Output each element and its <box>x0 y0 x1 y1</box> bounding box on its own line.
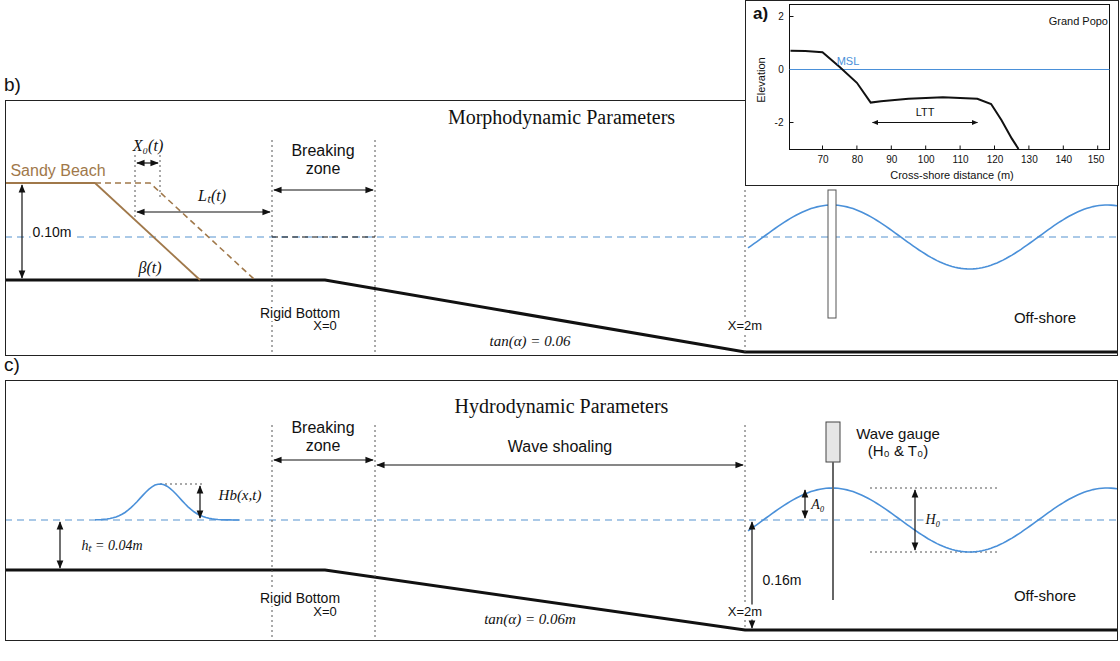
panel-title: Morphodynamic Parameters <box>448 106 675 129</box>
dimension-label: A₀ <box>809 497 826 513</box>
dimension-label: X₀(t) <box>131 137 165 155</box>
axis-title: Cross-shore distance (m) <box>888 169 1015 182</box>
dimension-label: Hb(x,t) <box>217 487 264 504</box>
wave-gauge <box>826 422 840 462</box>
tick-label: 120 <box>985 154 1006 166</box>
wave-gauge <box>828 190 836 318</box>
offshore-wave <box>748 205 1117 269</box>
panel-letter: b) <box>4 74 21 96</box>
tick-label: 130 <box>1019 154 1040 166</box>
dimension-arrows <box>22 163 373 278</box>
tick-label: 70 <box>815 154 830 166</box>
panel-title: Hydrodynamic Parameters <box>455 395 669 418</box>
dimension-arrows <box>60 460 915 628</box>
gauge-rod <box>832 462 834 600</box>
breaking-line <box>272 236 375 237</box>
dimension-label: 0.10m <box>31 224 74 240</box>
region-label: Off-shore <box>1012 309 1078 326</box>
beach-initial <box>95 183 255 280</box>
guide-lines <box>135 140 745 353</box>
zone-label: Wave shoaling <box>506 438 614 456</box>
dimension-label: hₜ = 0.04m <box>79 538 144 554</box>
axis-title: Elevation <box>755 55 768 104</box>
zone-label: Breaking zone <box>286 142 360 179</box>
panel-title: Grand Popo <box>1049 15 1108 27</box>
rigid-bottom <box>5 570 1118 630</box>
tick-label: 110 <box>951 154 971 166</box>
panel-letter: a) <box>753 4 768 24</box>
position-label: X=2m <box>726 605 764 620</box>
dimension-label: 0.16m <box>761 572 804 588</box>
figure-panel: c)Hydrodynamic Parameters <box>5 380 1118 641</box>
region-label: Off-shore <box>1012 587 1078 604</box>
zone-label: Breaking zone <box>286 419 360 456</box>
level-label: MSL <box>835 55 862 68</box>
angle-label: β(t) <box>136 259 163 277</box>
position-label: X=0 <box>311 605 339 620</box>
slope-label: tan(α) = 0.06 <box>488 333 573 350</box>
tick-label: -2 <box>773 117 786 129</box>
tick-label: 80 <box>850 154 865 166</box>
tick-label: 140 <box>1053 154 1074 166</box>
offshore-wave <box>748 488 1117 552</box>
gauge-label: Wave gauge (H₀ & T₀) <box>852 425 944 460</box>
beach-face <box>95 183 200 280</box>
position-label: X=2m <box>726 319 764 334</box>
position-label: X=0 <box>311 319 339 334</box>
panel-letter: c) <box>4 354 20 376</box>
water-level <box>5 519 1118 520</box>
dimension-label: Lₜ(t) <box>196 187 228 205</box>
zone-label: LTT <box>914 106 937 119</box>
tick-label: 150 <box>1086 154 1107 166</box>
tick-label: 90 <box>884 154 899 166</box>
tick-label: 2 <box>776 11 786 23</box>
beach-label: Sandy Beach <box>8 162 107 180</box>
rigid-bottom <box>5 280 1118 352</box>
tick-label: 100 <box>916 154 937 166</box>
guide-lines <box>160 425 1000 638</box>
tick-label: 0 <box>776 64 786 76</box>
water-level <box>5 236 1118 237</box>
dimension-label: H₀ <box>924 512 943 528</box>
slope-label: tan(α) = 0.06m <box>482 611 578 628</box>
beach-crest <box>5 182 95 184</box>
